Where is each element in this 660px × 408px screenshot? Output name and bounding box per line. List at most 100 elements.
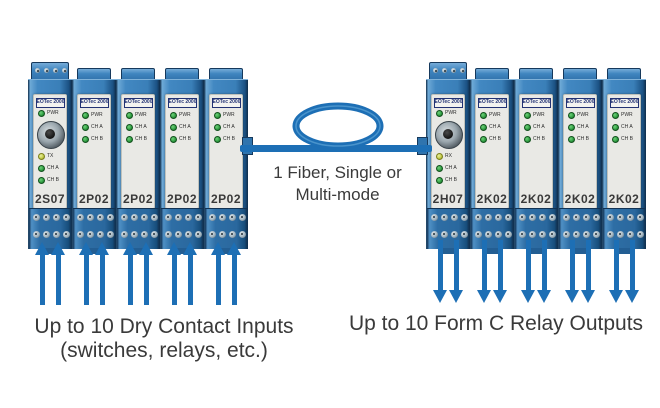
up-arrowhead-icon [139, 242, 153, 255]
input-arrow [227, 242, 242, 305]
led-label: PWR [621, 112, 633, 118]
terminal-screw-icon [107, 231, 114, 238]
led-label: CH B [179, 136, 191, 142]
down-arrowhead-icon [537, 290, 551, 303]
terminal-screw-icon [627, 214, 634, 221]
rx-led-icon [436, 153, 443, 160]
down-arrowhead-icon [609, 290, 623, 303]
terminal-screw-icon [539, 231, 546, 238]
pwr-led-icon [612, 112, 619, 119]
output-arrow [493, 240, 508, 303]
led-row: CH B [524, 136, 545, 143]
terminal-screw-icon [151, 231, 158, 238]
led-row: PWR [38, 110, 59, 117]
terminal-screw-icon [637, 214, 644, 221]
cha-led-icon [82, 124, 89, 131]
chb-led-icon [38, 177, 45, 184]
led-label: PWR [179, 112, 191, 118]
din-rail-foot [527, 248, 545, 254]
arrow-shaft [525, 240, 531, 290]
led-row: CH B [612, 136, 633, 143]
cha-led-icon [524, 124, 531, 131]
terminal-screw-icon [209, 231, 216, 238]
top-terminal-block [77, 68, 111, 81]
terminal-screw-icon [563, 231, 570, 238]
module-model-label: 2H07 [432, 192, 464, 206]
terminal-screw-icon [63, 214, 70, 221]
pwr-led-icon [170, 112, 177, 119]
led-label: PWR [47, 110, 59, 116]
cha-led-icon [436, 165, 443, 172]
led-label: CH A [533, 124, 545, 130]
chb-led-icon [126, 136, 133, 143]
terminal-screw-icon [563, 214, 570, 221]
bottom-terminal-block [559, 208, 601, 249]
fiber-connector-icon [435, 121, 463, 149]
terminal-screw-icon [485, 214, 492, 221]
arrow-shaft [171, 255, 177, 305]
terminal-screw-icon [442, 68, 447, 73]
top-terminal-block [209, 68, 243, 81]
module-model-label: 2K02 [608, 192, 640, 206]
terminal-screw-icon [185, 214, 192, 221]
terminal-screw-icon [195, 214, 202, 221]
terminal-screw-icon [549, 214, 556, 221]
led-label: CH A [223, 124, 235, 130]
terminal-screw-icon [475, 231, 482, 238]
led-row: CH B [568, 136, 589, 143]
brand-logo: EOTec 2000 [609, 98, 639, 108]
terminal-screw-icon [43, 231, 50, 238]
bottom-terminal-block [603, 208, 645, 249]
bottom-terminal-block [515, 208, 557, 249]
down-arrowhead-icon [565, 290, 579, 303]
output-arrow [565, 240, 580, 303]
terminal-screw-icon [519, 231, 526, 238]
terminal-screw-icon [151, 214, 158, 221]
up-arrowhead-icon [79, 242, 93, 255]
terminal-screw-icon [433, 68, 438, 73]
led-row: CH B [436, 177, 457, 184]
terminal-screw-icon [451, 214, 458, 221]
output-arrow [609, 240, 624, 303]
terminal-screw-icon [229, 231, 236, 238]
terminal-screw-icon [239, 231, 246, 238]
terminal-screw-icon [461, 214, 468, 221]
terminal-screw-icon [53, 68, 58, 73]
terminal-screw-icon [165, 214, 172, 221]
led-label: CH A [47, 165, 59, 171]
terminal-screw-icon [87, 214, 94, 221]
terminal-screw-icon [441, 214, 448, 221]
input-caption-line2: (switches, relays, etc.) [60, 339, 268, 362]
arrow-shaft [569, 240, 575, 290]
din-rail-foot [41, 248, 59, 254]
led-row: CH A [524, 124, 545, 131]
arrow-shaft [613, 240, 619, 290]
down-arrowhead-icon [625, 290, 639, 303]
led-row: PWR [82, 112, 103, 119]
terminal-screw-icon [97, 231, 104, 238]
terminal-screw-icon [607, 231, 614, 238]
top-terminal-block [121, 68, 155, 81]
pwr-led-icon [38, 110, 45, 117]
led-label: CH B [135, 136, 147, 142]
terminal-screw-icon [121, 231, 128, 238]
brand-logo: EOTec 2000 [123, 98, 153, 108]
cha-led-icon [612, 124, 619, 131]
terminal-screw-icon [583, 231, 590, 238]
terminal-screw-icon [175, 214, 182, 221]
led-label: CH B [91, 136, 103, 142]
cha-led-icon [480, 124, 487, 131]
terminal-screw-icon [495, 214, 502, 221]
up-arrowhead-icon [183, 242, 197, 255]
input-arrow [211, 242, 226, 305]
led-row: CH B [170, 136, 191, 143]
terminal-screw-icon [607, 214, 614, 221]
down-arrowhead-icon [449, 290, 463, 303]
up-arrowhead-icon [123, 242, 137, 255]
fiber-cable-icon [240, 102, 432, 152]
led-label: CH B [489, 136, 501, 142]
